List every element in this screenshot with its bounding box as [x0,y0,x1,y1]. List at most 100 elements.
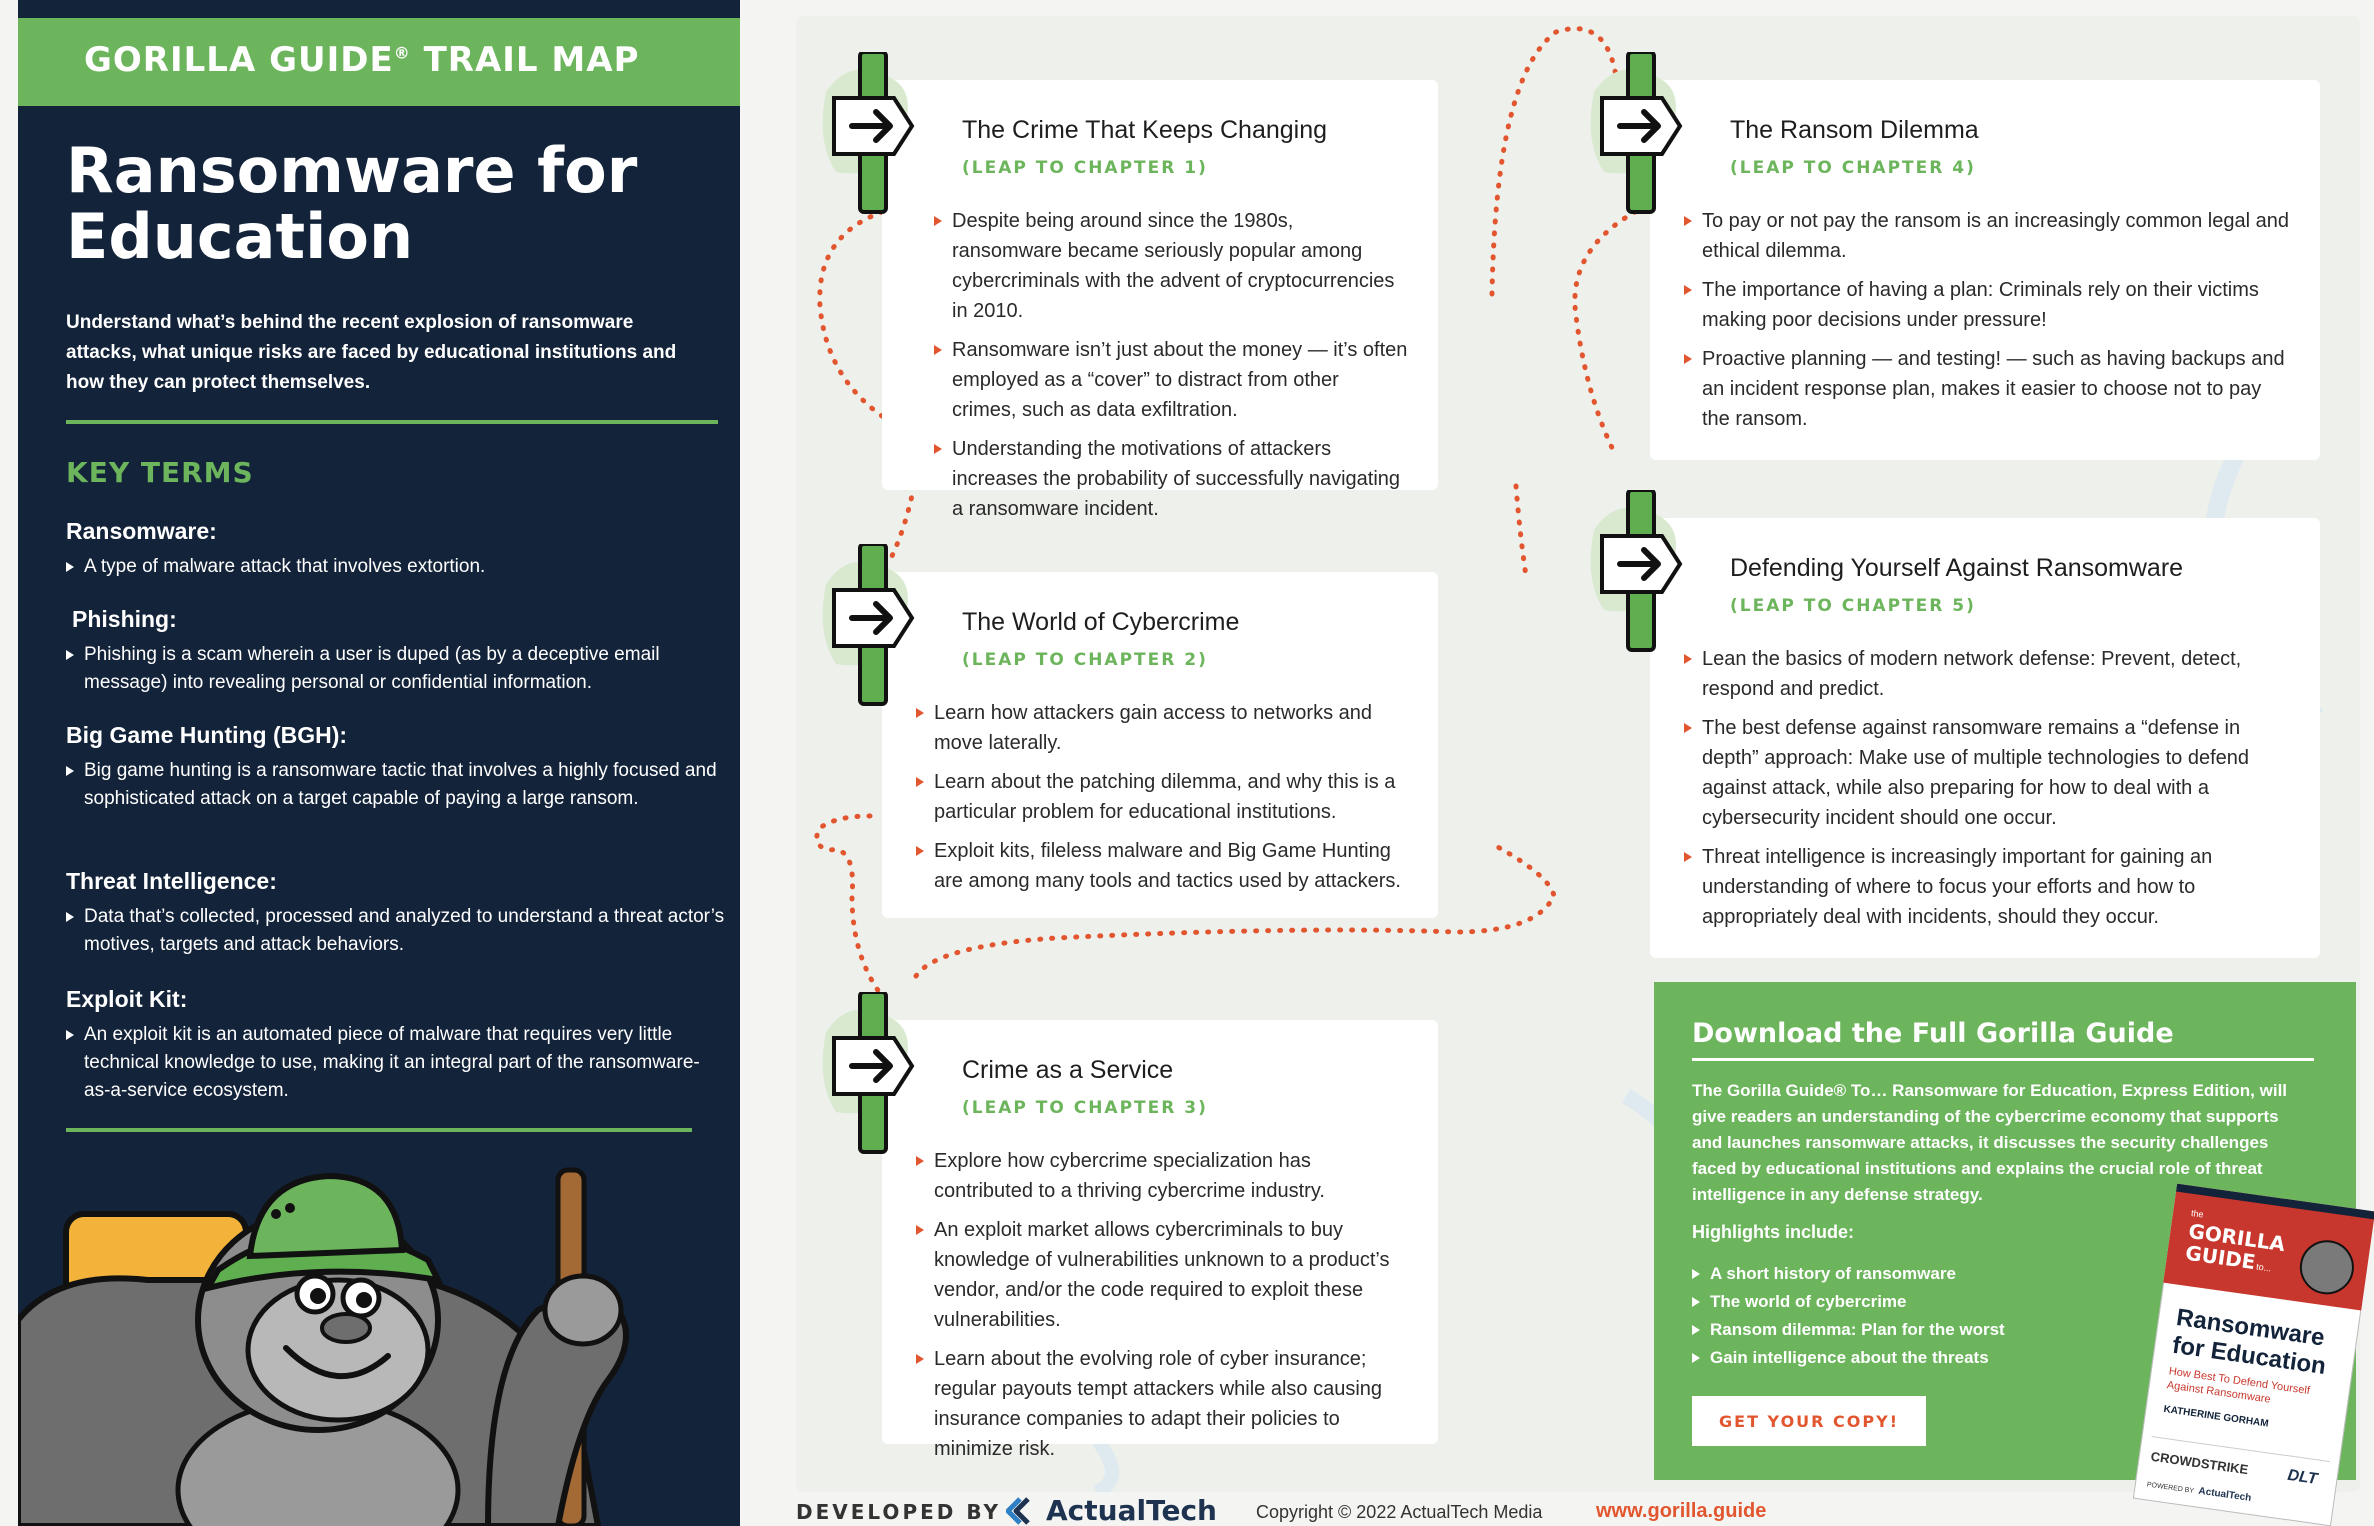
list-item: Proactive planning — and testing! — such… [1684,344,2290,434]
actualtech-logo[interactable]: ActualTech [1006,1494,1217,1526]
key-term-name: Exploit Kit: [66,986,188,1012]
chapter-link[interactable]: (LEAP TO CHAPTER 5) [1730,596,1976,616]
key-term-definition: A type of malware attack that involves e… [66,553,726,581]
key-terms-heading: KEY TERMS [66,456,254,489]
list-item: Explore how cybercrime specialization ha… [916,1146,1408,1206]
divider [1692,1058,2314,1061]
chapter-card[interactable]: The Crime That Keeps Changing (LEAP TO C… [882,80,1438,520]
intro-text: Understand what’s behind the recent expl… [66,312,677,393]
website-link[interactable]: www.gorilla.guide [1596,1500,1767,1522]
bullet-triangle-icon [66,1030,74,1040]
chapter-card[interactable]: Defending Yourself Against Ransomware (L… [1650,518,2320,958]
bullet-triangle-icon [916,1225,924,1235]
list-item: Learn about the patching dilemma, and wh… [916,767,1408,827]
arrow-sign-icon [822,992,915,1154]
chapter-title: Defending Yourself Against Ransomware [1730,554,2184,582]
chapter-bullets: Learn how attackers gain access to netwo… [916,698,1408,905]
get-your-copy-button[interactable]: GET YOUR COPY! [1692,1396,1926,1446]
bullet-triangle-icon [66,562,74,572]
list-item: Lean the basics of modern network defens… [1684,644,2290,704]
copyright-text: Copyright © 2022 ActualTech Media [1256,1502,1543,1522]
list-item: The importance of having a plan: Crimina… [1684,275,2290,335]
list-item: Ransomware isn’t just about the money — … [934,335,1408,425]
trail-map-header: GORILLA GUIDE® TRAIL MAP [18,18,740,106]
list-item: Despite being around since the 1980s, ra… [934,206,1408,326]
developed-by-label: DEVELOPED BY [796,1500,1001,1524]
key-term-name: Phishing: [72,606,177,632]
bullet-triangle-icon [934,444,942,454]
list-item: An exploit market allows cybercriminals … [916,1215,1408,1335]
left-panel: GORILLA GUIDE® TRAIL MAP Ransomware for … [18,0,740,1526]
download-title: Download the Full Gorilla Guide [1692,1018,2174,1049]
list-item: The world of cybercrime [1692,1288,2005,1316]
bullet-triangle-icon [916,777,924,787]
list-item: To pay or not pay the ransom is an incre… [1684,206,2290,266]
arrow-sign-icon [822,544,915,706]
chapter-bullets: Lean the basics of modern network defens… [1684,644,2290,941]
bullet-triangle-icon [1684,285,1692,295]
key-term-definition: Big game hunting is a ransomware tactic … [66,757,726,813]
gorilla-mascot-icon [18,1167,629,1526]
list-item: Understanding the motivations of attacke… [934,434,1408,524]
divider [66,420,718,424]
chapter-link[interactable]: (LEAP TO CHAPTER 1) [962,158,1208,178]
bullet-triangle-icon [66,766,74,776]
download-description: The Gorilla Guide® To… Ransomware for Ed… [1692,1081,2288,1204]
key-term-definition: An exploit kit is an automated piece of … [66,1021,726,1105]
chapter-title: The World of Cybercrime [962,608,1240,636]
key-term-name: Big Game Hunting (BGH): [66,722,348,748]
chapter-title: The Ransom Dilemma [1730,116,1979,144]
bullet-triangle-icon [916,846,924,856]
chapter-card[interactable]: Crime as a Service (LEAP TO CHAPTER 3) E… [882,1020,1438,1460]
list-item: Exploit kits, fileless malware and Big G… [916,836,1408,896]
chapter-card[interactable]: The Ransom Dilemma (LEAP TO CHAPTER 4) T… [1650,80,2320,460]
bullet-triangle-icon [1684,654,1692,664]
chapter-title: The Crime That Keeps Changing [962,116,1328,144]
bullet-triangle-icon [1692,1353,1700,1363]
bullet-triangle-icon [916,1354,924,1364]
list-item: Learn how attackers gain access to netwo… [916,698,1408,758]
chapter-title: Crime as a Service [962,1056,1174,1084]
bullet-triangle-icon [1684,354,1692,364]
key-term: Threat Intelligence: Data that’s collect… [66,868,726,959]
list-item: Gain intelligence about the threats [1692,1344,2005,1372]
book-to: to... [2256,1262,2272,1274]
actualtech-wordmark: ActualTech [1046,1494,1217,1526]
bullet-triangle-icon [916,1156,924,1166]
bullet-triangle-icon [934,216,942,226]
highlights-list: A short history of ransomware The world … [1692,1260,2005,1372]
bullet-triangle-icon [1684,216,1692,226]
book-cover-icon[interactable]: the GORILLA GUIDE to... Ransomware for E… [2132,1183,2374,1526]
list-item: Threat intelligence is increasingly impo… [1684,842,2290,932]
bullet-triangle-icon [1692,1325,1700,1335]
list-item: Learn about the evolving role of cyber i… [916,1344,1408,1464]
key-term-name: Ransomware: [66,518,217,544]
key-term: Ransomware: A type of malware attack tha… [66,518,726,581]
bullet-triangle-icon [934,345,942,355]
divider [66,1128,692,1132]
arrow-sign-icon [822,52,915,214]
key-term-definition: Data that’s collected, processed and ana… [66,903,726,959]
chapter-card[interactable]: The World of Cybercrime (LEAP TO CHAPTER… [882,572,1438,918]
arrow-sign-icon [1590,490,1683,652]
bullet-triangle-icon [1692,1269,1700,1279]
key-term-name: Threat Intelligence: [66,868,277,894]
chapter-bullets: Explore how cybercrime specialization ha… [916,1146,1408,1473]
chapter-link[interactable]: (LEAP TO CHAPTER 4) [1730,158,1976,178]
footer: DEVELOPED BY ActualTech Copyright © 2022… [796,1492,2360,1526]
header-title: GORILLA GUIDE® TRAIL MAP [84,40,640,80]
book-the: the [2190,1208,2204,1220]
bullet-triangle-icon [1692,1297,1700,1307]
key-term: Phishing: Phishing is a scam wherein a u… [66,606,732,697]
page-title: Ransomware for Education [66,134,638,273]
chapter-link[interactable]: (LEAP TO CHAPTER 2) [962,650,1208,670]
highlights-label: Highlights include: [1692,1222,1854,1242]
chapter-link[interactable]: (LEAP TO CHAPTER 3) [962,1098,1208,1118]
bullet-triangle-icon [66,912,74,922]
bullet-triangle-icon [1684,852,1692,862]
actualtech-logo-icon [1006,1496,1030,1525]
list-item: A short history of ransomware [1692,1260,2005,1288]
bullet-triangle-icon [916,708,924,718]
book-sponsor2: DLT [2286,1467,2319,1488]
key-term-definition: Phishing is a scam wherein a user is dup… [66,641,732,697]
